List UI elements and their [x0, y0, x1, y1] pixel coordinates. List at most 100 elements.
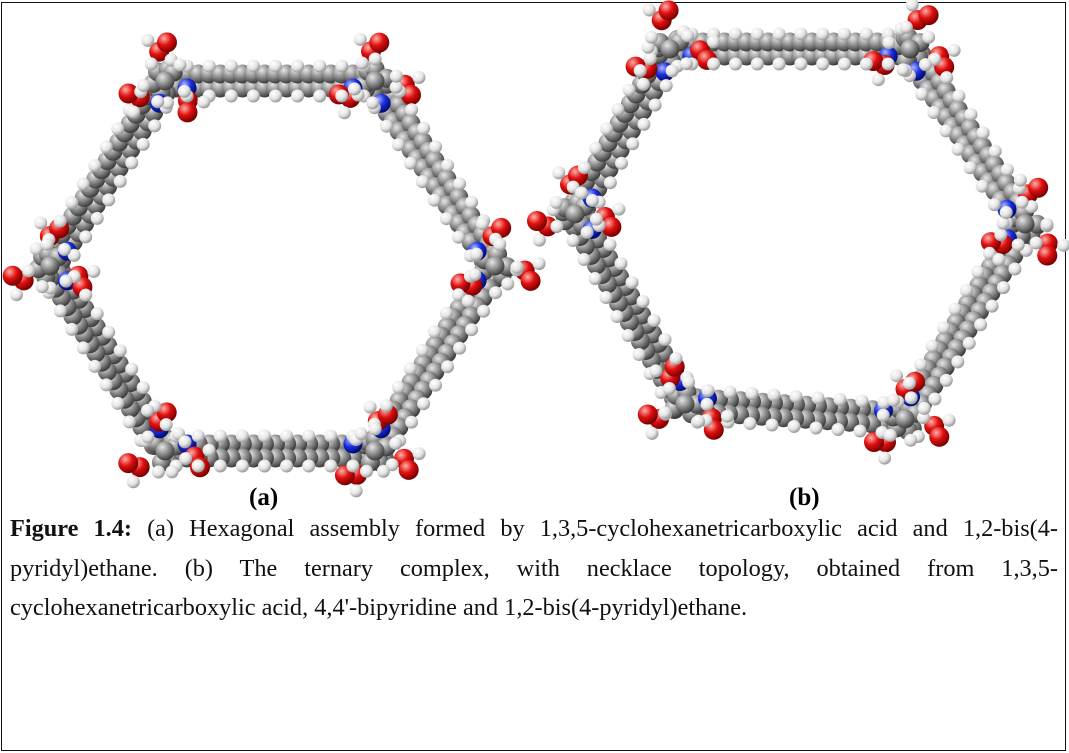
hydrogen-atom — [612, 202, 626, 216]
oxygen-atom — [1037, 245, 1058, 266]
hydrogen-atom — [1015, 195, 1029, 209]
hydrogen-atom — [772, 57, 786, 71]
hydrogen-atom — [79, 288, 93, 302]
hydrogen-atom — [637, 77, 650, 91]
hydrogen-atom — [876, 408, 890, 422]
hydrogen-atom — [179, 452, 193, 466]
hydrogen-atom — [429, 140, 443, 154]
hydrogen-atom — [246, 59, 260, 73]
oxygen-atom — [658, 0, 679, 21]
hydrogen-atom — [477, 304, 491, 318]
hydrogen-atom — [743, 417, 757, 430]
hydrogen-atom — [58, 243, 71, 256]
hydrogen-atom — [366, 96, 380, 110]
hydrogen-atom — [905, 0, 919, 12]
hydrogen-atom — [692, 414, 706, 428]
hydrogen-atom — [964, 107, 978, 121]
hydrogen-atom — [577, 161, 591, 175]
hydrogen-atom — [600, 122, 614, 136]
hydrogen-atom — [354, 427, 368, 441]
hydrogen-atom — [996, 216, 1010, 230]
hydrogen-atom — [178, 435, 192, 449]
hydrogen-atom — [136, 137, 150, 151]
hydrogen-atom — [939, 373, 953, 387]
hydrogen-atom — [1029, 236, 1043, 250]
hydrogen-atom — [622, 83, 636, 97]
hydrogen-atom — [389, 436, 403, 450]
hexagonal-assembly-molecular-model — [2, 31, 546, 498]
carbon-atom — [365, 71, 385, 91]
hydrogen-atom — [125, 156, 139, 170]
hydrogen-atom — [235, 429, 249, 443]
hydrogen-atom — [896, 63, 910, 77]
hydrogen-atom — [838, 27, 851, 41]
hydrogen-atom — [355, 56, 369, 70]
hydrogen-atom — [113, 174, 127, 188]
hydrogen-atom — [258, 459, 271, 473]
hydrogen-atom — [391, 138, 405, 152]
hydrogen-atom — [626, 137, 640, 151]
hydrogen-atom — [363, 400, 377, 414]
hydrogen-atom — [389, 69, 403, 83]
hydrogen-atom — [165, 465, 179, 479]
hydrogen-atom — [489, 286, 503, 300]
oxygen-atom — [1028, 177, 1049, 198]
hydrogen-atom — [960, 283, 973, 297]
hydrogen-atom — [313, 59, 327, 73]
hydrogen-atom — [235, 459, 249, 473]
oxygen-atom — [520, 270, 541, 291]
hydrogen-atom — [439, 212, 453, 226]
hydrogen-atom — [985, 299, 999, 313]
hydrogen-atom — [641, 40, 655, 54]
hydrogen-atom — [723, 385, 737, 399]
hydrogen-atom — [144, 57, 158, 71]
hydrogen-atom — [465, 195, 479, 209]
panel-a-label: (a) — [249, 484, 279, 511]
hydrogen-atom — [213, 429, 227, 443]
oxygen-atom — [369, 32, 390, 53]
hydrogen-atom — [658, 333, 672, 346]
hydrogen-atom — [335, 59, 349, 73]
hydrogen-atom — [940, 71, 954, 85]
hydrogen-atom — [890, 369, 904, 383]
necklace-complex-molecular-model — [527, 0, 1069, 499]
hydrogen-atom — [939, 124, 953, 138]
hydrogen-atom — [34, 216, 48, 230]
hydrogen-atom — [833, 393, 847, 406]
hydrogen-atom — [580, 225, 594, 239]
hydrogen-atom — [360, 464, 373, 478]
hydrogen-atom — [453, 177, 467, 191]
hydrogen-atom — [415, 175, 429, 189]
hydrogen-atom — [335, 89, 349, 103]
hydrogen-atom — [750, 27, 764, 41]
hydrogen-atom — [269, 89, 282, 103]
hydrogen-atom — [141, 33, 155, 47]
hydrogen-atom — [999, 206, 1013, 219]
hydrogen-atom — [992, 253, 1006, 267]
oxygen-atom — [157, 32, 177, 53]
hydrogen-atom — [621, 329, 635, 342]
hydrogen-atom — [453, 341, 467, 355]
hydrogen-atom — [368, 422, 382, 436]
hydrogen-atom — [280, 459, 294, 473]
oxygen-atom — [398, 459, 419, 480]
hydrogen-atom — [679, 57, 693, 71]
hydrogen-atom — [148, 119, 162, 133]
hydrogen-atom — [707, 35, 720, 49]
hydrogen-atom — [213, 459, 227, 473]
hydrogen-atom — [902, 376, 916, 390]
hydrogen-atom — [925, 339, 939, 353]
hydrogen-atom — [451, 230, 465, 244]
hydrogen-atom — [324, 429, 338, 443]
hydrogen-atom — [173, 58, 187, 72]
hydrogen-atom — [191, 459, 205, 473]
hydrogen-atom — [461, 294, 475, 308]
hydrogen-atom — [632, 348, 646, 361]
necklace-molecular-complex-icon — [527, 0, 1069, 465]
hydrogen-atom — [615, 156, 628, 170]
hydrogen-atom — [470, 247, 483, 261]
atom-group — [527, 0, 1069, 465]
hydrogen-atom — [102, 325, 116, 339]
hydrogen-atom — [645, 426, 659, 440]
